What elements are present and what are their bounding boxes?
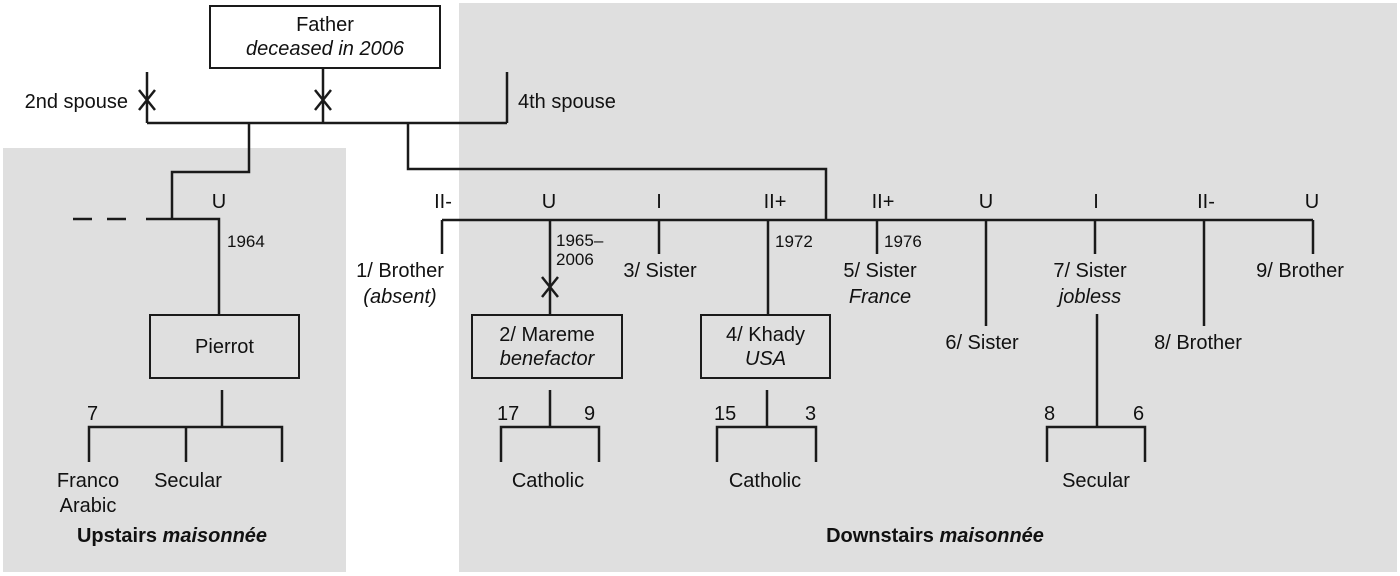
mareme-children-bar bbox=[499, 390, 601, 462]
mareme-right-count: 9 bbox=[584, 403, 596, 425]
sibling-4-box: 4/ Khady USA bbox=[700, 314, 831, 379]
father-box: Father deceased in 2006 bbox=[209, 5, 441, 69]
sibling-8-name: 8/ Brother bbox=[1154, 332, 1242, 354]
upstairs-sibling-bar bbox=[146, 217, 221, 314]
sibling-3-name: 3/ Sister bbox=[623, 260, 697, 282]
mareme-left-count: 17 bbox=[497, 403, 520, 425]
sibling-2-box: 2/ Mareme benefactor bbox=[471, 314, 623, 379]
schooling-secular: Secular bbox=[154, 470, 222, 492]
sibling-1-name: 1/ Brother bbox=[356, 260, 444, 282]
upstairs-caption-bold: Upstairs bbox=[76, 525, 157, 547]
sibling-6-type: U bbox=[978, 191, 994, 213]
pierrot-name: Pierrot bbox=[195, 335, 254, 358]
sibling-1-note: (absent) bbox=[363, 286, 437, 308]
sibling-4-note: USA bbox=[744, 347, 787, 370]
sibling-2-years: 1965– 2006 bbox=[556, 231, 604, 269]
sibling-3-type: I bbox=[656, 191, 662, 213]
pierrot-children-bar bbox=[87, 425, 284, 462]
upstairs-marriage-type: U bbox=[211, 191, 227, 213]
upstairs-descent-line bbox=[170, 123, 251, 219]
downstairs-descent-line bbox=[406, 123, 828, 220]
fourth-spouse-label: 4th spouse bbox=[518, 91, 616, 113]
pierrot-children-count: 7 bbox=[87, 403, 99, 425]
sibling-5-type: II+ bbox=[871, 191, 895, 213]
divorced-cross-icon bbox=[314, 89, 332, 111]
divorced-cross-icon bbox=[541, 276, 559, 298]
sibling-1-type: II- bbox=[434, 191, 452, 213]
sister7-schooling: Secular bbox=[1062, 470, 1130, 492]
upstairs-marriage-year: 1964 bbox=[227, 232, 265, 251]
sister7-left-count: 8 bbox=[1044, 403, 1056, 425]
khady-schooling: Catholic bbox=[728, 470, 802, 492]
sibling-8-type: II- bbox=[1197, 191, 1215, 213]
sibling-2-note: benefactor bbox=[499, 347, 595, 370]
sibling-7-name: 7/ Sister bbox=[1053, 260, 1127, 282]
schooling-franco-arabic: Franco Arabic bbox=[56, 470, 120, 517]
sister7-children-bar bbox=[1045, 314, 1147, 462]
mareme-schooling: Catholic bbox=[511, 470, 585, 492]
downstairs-caption-bold: Downstairs bbox=[826, 525, 934, 547]
sibling-5-note: France bbox=[848, 286, 912, 308]
sibling-7-note: jobless bbox=[1058, 286, 1122, 308]
upstairs-caption-italic: maisonnée bbox=[162, 525, 268, 547]
father-note: deceased in 2006 bbox=[246, 38, 404, 60]
sibling-9-type: U bbox=[1304, 191, 1320, 213]
sibling-1: 1/ Brother (absent) bbox=[356, 259, 444, 309]
sister7-right-count: 6 bbox=[1133, 403, 1145, 425]
downstairs-caption: Downstairs maisonnée bbox=[826, 525, 1044, 548]
downstairs-caption-italic: maisonnée bbox=[939, 525, 1044, 547]
khady-right-count: 3 bbox=[805, 403, 817, 425]
sibling-5-year: 1976 bbox=[884, 232, 922, 251]
sibling-9-name: 9/ Brother bbox=[1256, 260, 1344, 282]
khady-children-bar bbox=[715, 390, 818, 462]
sibling-6-name: 6/ Sister bbox=[945, 332, 1019, 354]
sibling-2-name: 2/ Mareme bbox=[499, 323, 595, 346]
divorced-cross-icon bbox=[138, 89, 156, 111]
upstairs-caption: Upstairs maisonnée bbox=[77, 525, 267, 548]
sibling-6: 6/ Sister bbox=[945, 331, 1018, 355]
sibling-4-name: 4/ Khady bbox=[726, 323, 805, 346]
sibling-2-type: U bbox=[541, 191, 557, 213]
pierrot-box: Pierrot bbox=[149, 314, 300, 379]
sibling-7-type: I bbox=[1093, 191, 1099, 213]
sibling-5: 5/ Sister France bbox=[843, 259, 916, 309]
sibling-7: 7/ Sister jobless bbox=[1053, 259, 1126, 309]
sibling-3: 3/ Sister bbox=[623, 259, 696, 283]
sibling-5-name: 5/ Sister bbox=[843, 260, 917, 282]
downstairs-panel bbox=[459, 3, 1397, 572]
second-spouse-label: 2nd spouse bbox=[24, 91, 128, 113]
sibling-9: 9/ Brother bbox=[1256, 259, 1344, 283]
khady-left-count: 15 bbox=[714, 403, 737, 425]
sibling-8: 8/ Brother bbox=[1154, 331, 1242, 355]
sibling-4-year: 1972 bbox=[775, 232, 813, 251]
sibling-4-type: II+ bbox=[763, 191, 787, 213]
father-name: Father bbox=[296, 14, 354, 36]
